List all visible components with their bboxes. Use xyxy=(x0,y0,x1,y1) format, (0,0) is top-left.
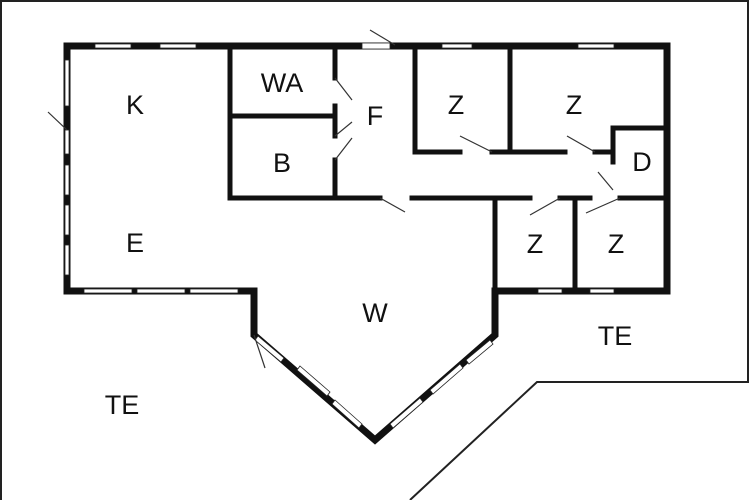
interior-walls xyxy=(227,43,670,294)
room-label-bedroom-3: Z xyxy=(527,229,544,259)
room-label-bedroom-1: Z xyxy=(448,90,465,120)
room-label-dining: E xyxy=(126,228,144,258)
room-label-living: W xyxy=(362,298,388,328)
room-label-terrace-left: TE xyxy=(105,390,140,420)
room-label-shower: D xyxy=(632,147,652,177)
room-label-bath: B xyxy=(273,148,291,178)
room-label-terrace-right: TE xyxy=(598,321,633,351)
room-labels: K E WA B F Z Z D Z Z W TE TE xyxy=(105,68,652,420)
room-label-bedroom-2: Z xyxy=(566,90,583,120)
room-label-hall: F xyxy=(367,101,384,131)
entrance-threshold xyxy=(361,42,391,50)
room-label-kitchen: K xyxy=(126,90,144,120)
windows xyxy=(64,42,615,429)
doors xyxy=(47,29,621,369)
room-label-washroom: WA xyxy=(261,68,304,98)
room-label-bedroom-4: Z xyxy=(608,229,625,259)
